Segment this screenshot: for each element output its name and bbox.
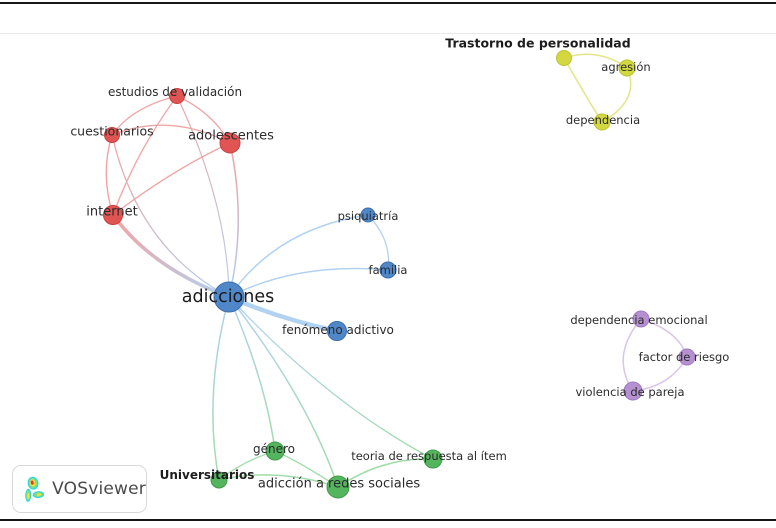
node-universitarios[interactable] [210, 471, 228, 489]
edge-cuestionarios-adolescentes [111, 124, 231, 144]
label-violencia: violencia de pareja [576, 385, 685, 399]
node-trastorno[interactable] [556, 50, 572, 66]
edge-psiquiatria-familia [367, 214, 390, 271]
node-dependencia[interactable] [593, 113, 611, 131]
edge-internet-adolescentes [112, 142, 231, 216]
label-internet: internet [86, 205, 137, 220]
node-factor[interactable] [678, 348, 696, 366]
edge-adicciones-genero [228, 296, 276, 452]
node-genero[interactable] [265, 441, 285, 461]
node-fenomeno[interactable] [327, 321, 347, 341]
edge-adicciones-familia [228, 267, 389, 298]
node-cuestionarios[interactable] [104, 127, 120, 143]
edge-adicciones-teoria [228, 296, 434, 460]
vosviewer-logo-label: VOSviewer [52, 479, 146, 499]
node-agresion[interactable] [618, 59, 636, 77]
label-factor: factor de riesgo [639, 350, 730, 364]
edge-internet-cuestionarios [105, 134, 114, 216]
edge-adicciones-universitarios [212, 296, 230, 481]
header-rule [0, 33, 776, 34]
edge-adicciones-psiquiatria [228, 214, 369, 298]
label-fenomeno: fenómeno adictivo [282, 323, 394, 337]
node-emocional[interactable] [632, 310, 650, 328]
bottom-rule [0, 519, 776, 521]
label-cuestionarios: cuestionarios [70, 123, 153, 138]
edge-adolescentes-adicciones [228, 142, 240, 298]
edge-estudios-adicciones [176, 95, 230, 298]
label-psiquiatria: psiquiatría [338, 209, 399, 223]
label-redes: adicción a redes sociales [258, 477, 420, 492]
node-adicciones[interactable] [213, 281, 245, 313]
node-internet[interactable] [103, 205, 123, 225]
node-teoria[interactable] [423, 449, 443, 469]
vosviewer-logo: VOSviewer [12, 465, 147, 513]
vosviewer-logo-icon [25, 476, 45, 502]
label-adolescentes: adolescentes [188, 129, 274, 144]
edge-internet-adicciones [111, 213, 231, 299]
label-estudios: estudios de validación [108, 85, 242, 99]
label-emocional: dependencia emocional [570, 313, 707, 327]
label-trastorno: Trastorno de personalidad [445, 35, 630, 50]
label-agresion: agresión [601, 60, 650, 74]
label-teoria: teoria de respuesta al ítem [351, 449, 507, 463]
edge-universitarios-redes [218, 474, 339, 488]
node-violencia[interactable] [623, 381, 643, 401]
node-familia[interactable] [379, 261, 397, 279]
edge-internet-estudios [112, 95, 178, 216]
node-estudios[interactable] [169, 88, 185, 104]
edge-adicciones-redes [228, 296, 339, 488]
label-dependencia: dependencia [566, 113, 640, 127]
top-rule [0, 2, 776, 4]
label-familia: familia [369, 263, 408, 277]
node-redes[interactable] [326, 475, 350, 499]
label-universitarios: Universitarios [160, 468, 255, 482]
label-adicciones: adicciones [182, 287, 274, 307]
node-psiquiatria[interactable] [360, 207, 376, 223]
node-adolescentes[interactable] [219, 132, 241, 154]
label-genero: género [253, 442, 295, 456]
edge-cuestionarios-adicciones [111, 134, 230, 298]
